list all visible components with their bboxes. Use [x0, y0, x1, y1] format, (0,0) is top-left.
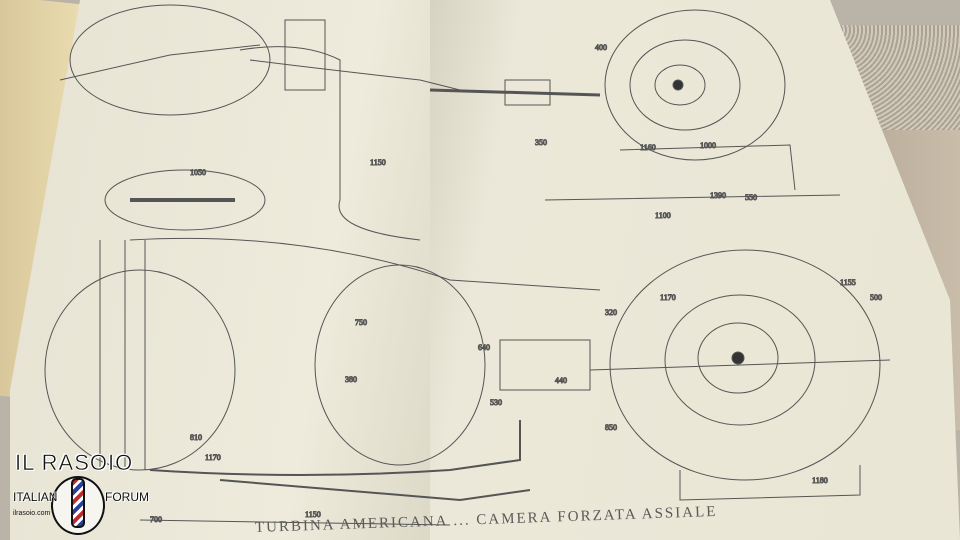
- watermark-logo: IL RASOIO ITALIAN FORUM ilrasoio.com: [5, 448, 155, 535]
- logo-site: ilrasoio.com: [13, 510, 51, 517]
- drawing-shape: [219, 479, 531, 502]
- dimension-label: 350: [535, 138, 547, 147]
- dimension-label: 1000: [700, 141, 716, 150]
- dimension-label: 1050: [190, 168, 206, 177]
- drawing-shape: [609, 249, 881, 481]
- dimension-label: 1170: [205, 453, 221, 462]
- drawing-shape: [314, 264, 486, 466]
- dimension-label: 550: [745, 193, 757, 202]
- dimension-label: 440: [555, 376, 567, 385]
- drawing-shape: [284, 19, 326, 91]
- drawing-shape: [69, 4, 271, 116]
- dimension-label: 1155: [840, 278, 856, 287]
- dimension-label: 640: [478, 343, 490, 352]
- logo-left-text: ITALIAN: [13, 490, 58, 504]
- dimension-label: 400: [595, 43, 607, 52]
- drawing-shape: [697, 322, 779, 394]
- dimension-label: 1150: [305, 510, 321, 519]
- drawing-shape: [104, 169, 266, 231]
- drawing-shape: [654, 64, 706, 106]
- left-page: [10, 0, 440, 540]
- drawing-shape: [139, 519, 451, 526]
- drawing-shape: [99, 240, 146, 470]
- drawing-shape: [731, 351, 745, 365]
- logo-right-text: FORUM: [105, 490, 149, 504]
- dimension-label: 810: [190, 433, 202, 442]
- drawing-shape: [679, 465, 861, 501]
- drawing-shape: [504, 79, 551, 106]
- drawing-shape: [672, 79, 684, 91]
- dimension-label: 850: [605, 423, 617, 432]
- dimension-label: 1180: [812, 476, 828, 485]
- dimension-label: 530: [490, 398, 502, 407]
- dimension-label: 1170: [660, 293, 676, 302]
- drawing-shape: [664, 294, 816, 426]
- dimension-label: 1150: [370, 158, 386, 167]
- barber-pole-icon: [71, 478, 85, 528]
- drawing-shape: [59, 44, 261, 81]
- drawing-shape: [239, 46, 421, 241]
- drawing-shape: [544, 144, 841, 201]
- logo-title: IL RASOIO: [15, 450, 134, 476]
- drawing-shape: [604, 9, 786, 161]
- drawing-shape: [429, 88, 601, 97]
- drawing-shape: [589, 359, 891, 371]
- dimension-label: 700: [150, 515, 162, 524]
- drawing-shape: [249, 59, 461, 91]
- drawing-shape: [629, 39, 741, 131]
- dimension-label: 380: [345, 375, 357, 384]
- dimension-label: 750: [355, 318, 367, 327]
- dimension-label: 1100: [655, 211, 671, 220]
- dimension-label: 320: [605, 308, 617, 317]
- dimension-label: 500: [870, 293, 882, 302]
- dimension-label: 1390: [710, 191, 726, 200]
- drawing-shape: [129, 237, 601, 291]
- drawing-shape: [44, 269, 236, 471]
- dimension-label: 1160: [640, 143, 656, 152]
- drawing-shape: [149, 420, 521, 476]
- drawing-shape: [499, 339, 591, 391]
